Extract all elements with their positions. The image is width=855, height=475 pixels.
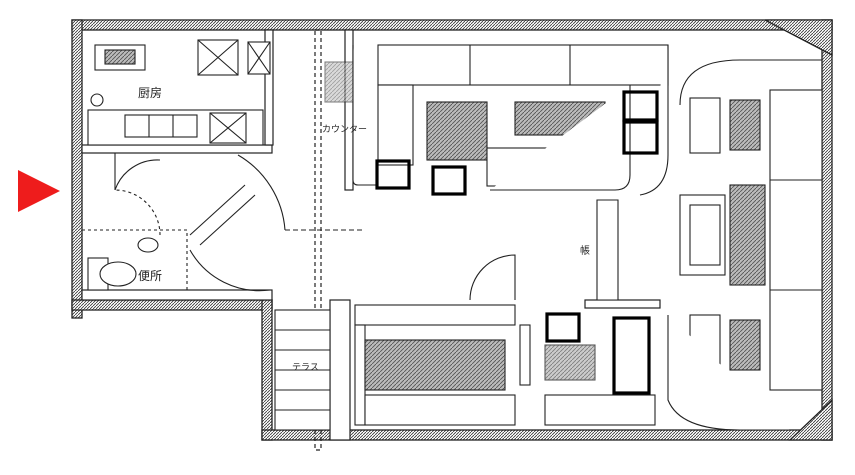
counter-area	[324, 44, 669, 196]
bottom-rooms	[274, 254, 656, 431]
toilet-area	[87, 237, 159, 291]
marker-box	[375, 159, 411, 190]
marker-box	[622, 90, 659, 122]
outer-walls	[71, 19, 833, 441]
kitchen-area	[87, 39, 271, 146]
toilet-label: 便所	[138, 269, 162, 283]
booth-area	[596, 59, 823, 431]
entrance-vestibule	[81, 153, 365, 292]
kitchen-label: 厨房	[138, 85, 162, 100]
cashier-label: 帳	[580, 244, 590, 257]
marker-box	[545, 312, 581, 343]
storage-label: テラス	[292, 362, 319, 373]
marker-boxes	[375, 90, 659, 395]
marker-box	[622, 120, 659, 155]
entrance-arrow-icon	[18, 170, 60, 212]
counter-label: カウンター	[322, 124, 367, 135]
marker-box	[612, 316, 651, 395]
marker-box	[431, 165, 467, 196]
